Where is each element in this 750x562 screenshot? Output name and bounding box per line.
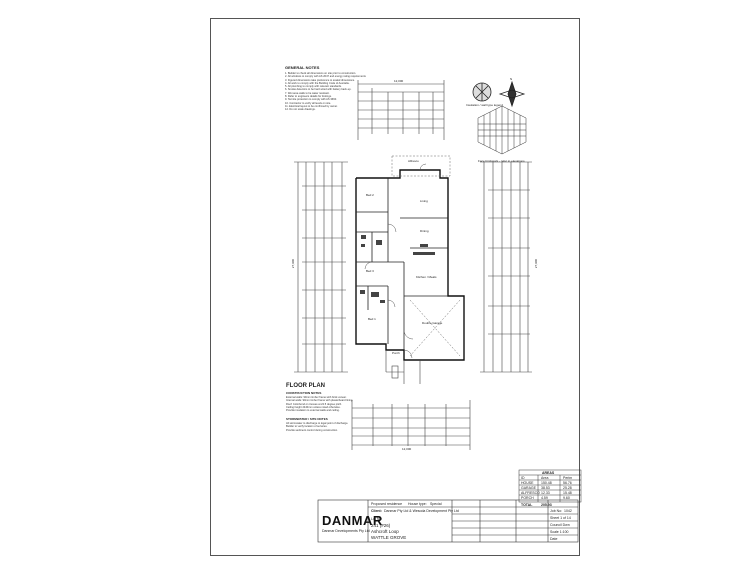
room-label: Kitchen / Meals [416,275,437,279]
left-overall-dimension: 27,900 [291,258,296,269]
areas-row-area: 38.53 [541,486,550,490]
brick-caption: Face brickwork - refer to elevations [478,159,525,163]
note-line: 1. Builder to check all dimensions on si… [285,72,357,75]
note-line: Ceiling height 2440mm unless noted other… [286,405,341,409]
note-line: 8. Refer to engineers details for footin… [285,95,332,99]
room-label: Bed 3 [366,269,374,273]
client-label: Client: [371,509,382,513]
room-label: Bed 1 [368,317,376,321]
areas-row-area: 4.59 [541,496,548,500]
room-label: Alfresco [408,159,419,163]
areas-title: AREAS [542,471,555,475]
client-value: Danmar Pty Ltd & Wesoda Development Pty … [384,509,459,513]
note-line: 3. Figured dimensions take preference to… [285,78,355,82]
areas-row-perim: 15.48 [563,491,572,495]
areas-header-id: ID [521,476,525,480]
note-line: 7. Wet area walls to be water resistant. [285,91,330,95]
areas-table [518,469,582,503]
floor-plan-title: FLOOR PLAN [286,383,325,389]
construction-notes: External walls: 90mm timber frame with b… [286,396,353,412]
note-line: 4. All work to comply with the Building … [285,81,350,85]
areas-row-perim: 56.76 [563,481,572,485]
note-line: Provide insulation to external walls and… [286,409,340,413]
house-type-label: House type: [408,502,427,506]
north-label: N [510,77,513,81]
areas-row-id: ALFRESCO [521,491,540,495]
scale-label: Scale 1:100 [550,530,569,534]
drawing-sheet [210,18,580,556]
areas-row-area: 150.48 [541,481,552,485]
note-line: Roof: Colorbond on trusses at 22.5 degre… [286,402,342,406]
street-value: Ashcroft Loop [371,529,399,534]
areas-total-label: TOTAL [521,503,533,507]
room-label: Dining [420,229,429,233]
logo-subtitle: Danmar Developments Pty Ltd [322,529,370,533]
areas-row-area: 12.33 [541,491,550,495]
areas-row-perim: 9.60 [563,496,570,500]
right-overall-dimension: 27,900 [534,258,539,269]
stormwater-notes: All stormwater to discharge to legal poi… [286,422,348,432]
room-label: Porch [392,351,400,355]
note-line: 12. Do not scale drawings. [285,108,316,112]
top-overall-dimension: 12,000 [394,79,404,83]
note-line: Builder to verify location of services. [286,425,328,429]
areas-header-area: Area [541,476,549,480]
title-block [317,499,579,543]
bottom-overall-dimension: 12,000 [402,447,412,451]
room-label: Living [420,199,428,203]
room-label: Bed 2 [366,193,374,197]
note-line: Internal walls: 90mm timber frame with p… [286,399,354,403]
areas-row-perim: 25.28 [563,486,572,490]
note-line: 9. Termite protection to comply with AS … [285,98,337,102]
suburb-value: WATTLE GROVE [371,535,407,540]
note-line: 6. Smoke detectors to be hard wired with… [285,88,352,92]
house-type-value: Special [430,502,442,506]
areas-total-value: 205.93 [541,503,552,507]
north-arrow-icon [472,80,526,108]
company-logo: DANMAR [322,513,383,528]
areas-row-id: GARAGE [521,486,536,490]
note-line: All stormwater to discharge to legal poi… [286,422,349,425]
lot-label: Lot No: [371,517,383,521]
construction-notes-title: CONSTRUCTION NOTES [286,391,322,395]
room-label: Double Garage [422,321,443,325]
note-line: 10. Contractor to verify all levels on s… [285,101,331,105]
note-line: 5. All plumbing to comply with relevant … [285,85,342,89]
date-label: Date [550,537,558,541]
building-walls [355,169,465,361]
general-notes: 1. Builder to check all dimensions on si… [285,72,366,112]
lot-value: 241 (#26) [371,523,391,528]
job-no-label: Job No: [550,509,563,513]
note-line: 2. All windows to comply with AS 2047 an… [285,75,367,79]
brick-pattern-legend [477,105,527,155]
stormwater-notes-title: STORMWATER / SITE NOTES [286,417,328,421]
note-line: External walls: 90mm timber frame with b… [286,396,347,399]
areas-row-id: PORCH [521,496,534,500]
areas-row-id: HOUSE [521,481,534,485]
note-line: 11. Electrical layout to be confirmed by… [285,104,338,108]
general-notes-title: GENERAL NOTES [285,65,320,70]
sheet-label: Sheet 1 of 14 [550,516,571,520]
legend-caption: Insulation / wall type legend [466,103,503,107]
note-line: Provide sediment control during construc… [286,428,338,432]
project-label: Proposed residence [371,502,403,506]
council-label: Council Dwn [550,523,570,527]
areas-header-perim: Perim [563,476,573,480]
job-no-value: 1042 [564,509,572,513]
